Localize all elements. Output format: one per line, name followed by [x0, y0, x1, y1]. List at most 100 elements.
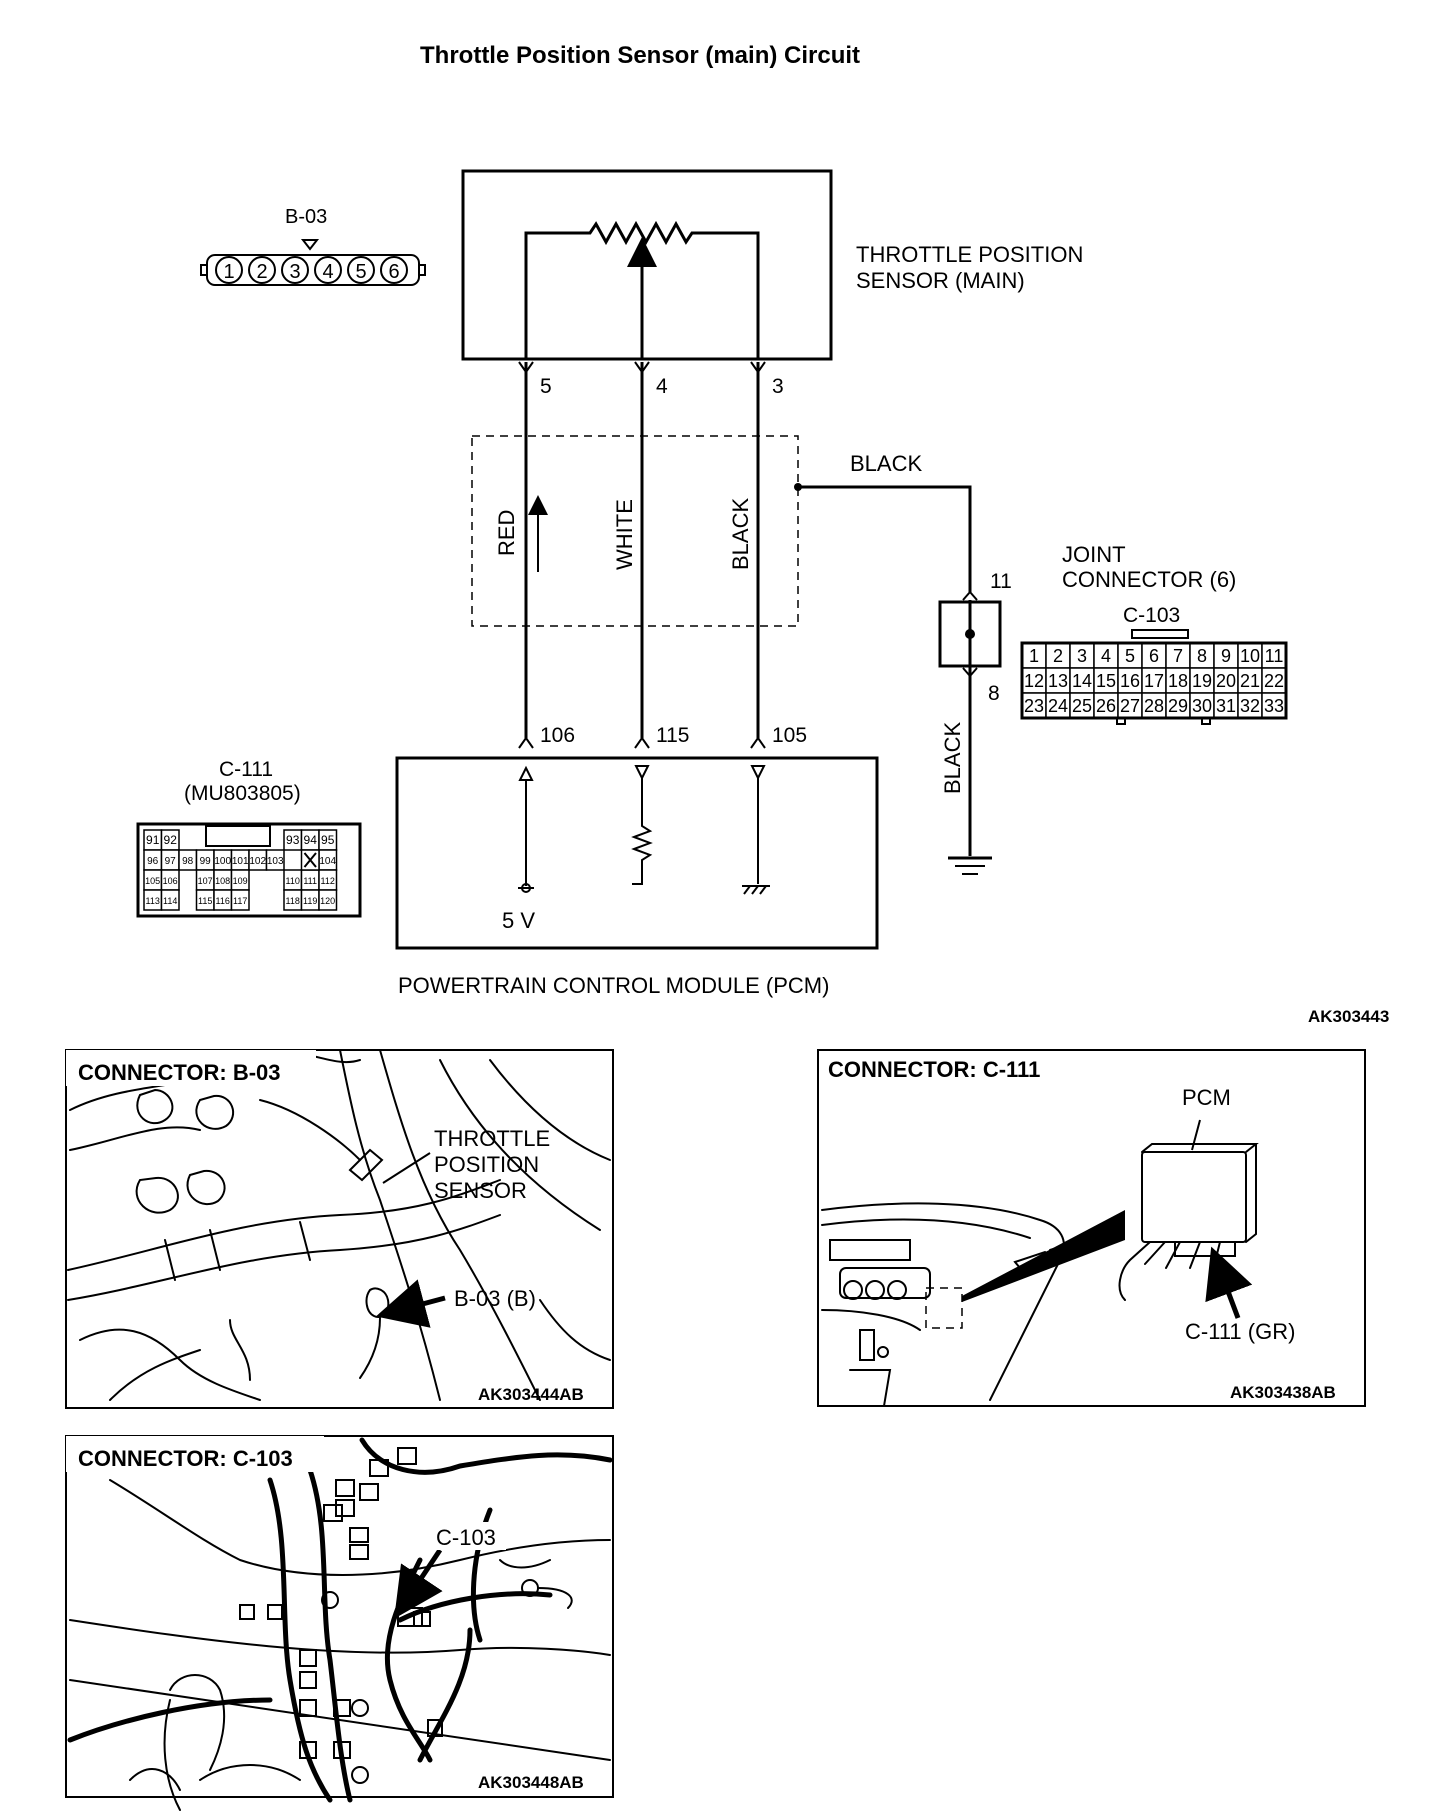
c111-pin-label: 104 — [319, 856, 336, 867]
joint-connector-pin-label: 9 — [1221, 646, 1231, 666]
joint-connector-pin-label: 6 — [1149, 646, 1159, 666]
sensor-terminal-4: 4 — [656, 375, 668, 398]
wire-harness-illustration — [67, 1437, 613, 1803]
panel-c111-code: AK303438AB — [1230, 1383, 1336, 1402]
panel-b03-label3: SENSOR — [434, 1178, 527, 1203]
joint-connector-pin-label: 30 — [1192, 696, 1212, 716]
c111-pin — [160, 889, 180, 911]
joint-connector-pin-label: 19 — [1192, 671, 1212, 691]
joint-connector-pin — [1237, 692, 1263, 719]
c111-pin-label: 113 — [146, 896, 160, 906]
joint-connector-label-line2: CONNECTOR (6) — [1062, 567, 1236, 592]
joint-connector-outline — [1020, 641, 1288, 720]
joint-connector-pin — [1237, 667, 1263, 694]
joint-connector-pin-label: 5 — [1125, 646, 1135, 666]
joint-connector-pin-label: 1 — [1029, 646, 1039, 666]
joint-splice-dot — [965, 629, 975, 639]
c111-part-number: (MU803805) — [184, 782, 301, 805]
joint-connector-pin-label: 14 — [1072, 671, 1092, 691]
panel-b03-label2: POSITION — [434, 1152, 539, 1177]
c111-pin-label: 91 — [146, 833, 160, 847]
joint-connector-pin-label: 25 — [1072, 696, 1092, 716]
c111-key — [205, 825, 271, 847]
c111-pin-label: 109 — [233, 876, 248, 886]
joint-connector-pin-label: 16 — [1120, 671, 1140, 691]
joint-connector-pin-label: 18 — [1168, 671, 1188, 691]
b03-connector-id: B-03 — [285, 206, 327, 228]
page-title: Throttle Position Sensor (main) Circuit — [420, 42, 860, 69]
c103-callout-arrow-icon — [394, 1548, 443, 1619]
panel-c111-frame — [817, 1049, 1366, 1407]
joint-connector-pin-label: 22 — [1264, 671, 1284, 691]
joint-connector-pin-label: 23 — [1024, 696, 1044, 716]
joint-pin-in: 11 — [990, 570, 1012, 593]
pcm-ground-symbol-icon — [742, 765, 770, 895]
b03-pin — [215, 256, 243, 284]
joint-connector-pin-label: 8 — [1197, 646, 1207, 666]
c111-pin-label: 92 — [164, 833, 178, 847]
joint-connector-pin-label: 7 — [1173, 646, 1183, 666]
joint-connector-pin-label: 17 — [1144, 671, 1164, 691]
joint-connector-pin — [1117, 667, 1143, 694]
panel-b03-title: CONNECTOR: B-03 — [78, 1060, 281, 1085]
connector-mark-icon — [300, 239, 320, 251]
joint-connector-pin-label: 29 — [1168, 696, 1188, 716]
joint-connector-tab — [1201, 717, 1211, 725]
c111-pin-label: 101 — [232, 856, 249, 867]
c111-callout-arrow-icon — [1205, 1246, 1253, 1319]
panel-b03-callout: B-03 (B) — [454, 1286, 536, 1311]
panel-connector-b03: CONNECTOR: B-03 THROTTLE POSITION SENSOR… — [65, 1049, 614, 1409]
pcm-terminal-marks: 106 115 105 — [518, 724, 807, 749]
c111-pin-label: 119 — [303, 896, 317, 906]
figure-code: AK303443 — [1308, 1007, 1389, 1026]
joint-connector-pin-label: 21 — [1240, 671, 1260, 691]
joint-connector-pin-label: 20 — [1216, 671, 1236, 691]
c111-pin-label: 95 — [321, 833, 335, 847]
joint-terminal-in-mark — [962, 590, 978, 601]
panel-c111-title: CONNECTOR: C-111 — [828, 1057, 1040, 1082]
pcm-label: POWERTRAIN CONTROL MODULE (PCM) — [398, 973, 829, 998]
pcm-location-mark — [925, 1287, 963, 1329]
c111-pin-label: 115 — [198, 896, 212, 906]
b03-pin-label: 1 — [223, 261, 234, 283]
panel-b03-frame — [65, 1049, 614, 1409]
joint-connector-pin — [1021, 667, 1047, 694]
joint-connector-pin-label: 33 — [1264, 696, 1284, 716]
panel-b03-code: AK303444AB — [478, 1385, 584, 1404]
red-wire-label: RED — [494, 510, 519, 556]
b03-pin — [347, 256, 375, 284]
c111-pin-label: 120 — [320, 896, 335, 906]
b03-pin — [248, 256, 276, 284]
joint-connector-label-line1: JOINT — [1062, 542, 1126, 567]
sensor-leader-line — [382, 1152, 431, 1184]
zoom-wedge — [962, 1210, 1125, 1302]
c111-pin-label: 93 — [286, 833, 300, 847]
joint-connector-pin — [1165, 667, 1191, 694]
pcm-terminal-115: 115 — [656, 724, 689, 747]
c111-pin-label: 103 — [267, 856, 284, 867]
b03-pin-label: 2 — [256, 261, 267, 283]
c111-pin-label: 118 — [286, 896, 300, 906]
c111-pin-label: 108 — [215, 876, 230, 886]
c111-pin-label: 116 — [216, 896, 230, 906]
b03-pin-label: 3 — [289, 261, 300, 283]
joint-connector-pin — [1261, 692, 1287, 719]
c111-pin-label: 96 — [147, 856, 159, 867]
joint-connector-pin-label: 3 — [1077, 646, 1087, 666]
b03-pin-label: 4 — [322, 261, 333, 283]
c111-pin-label: 111 — [303, 876, 317, 886]
pcm-leader-line — [1191, 1119, 1201, 1151]
c111-connector-id: C-111 — [219, 758, 273, 781]
black-wire-label: BLACK — [728, 498, 753, 570]
joint-connector-pin-label: 28 — [1144, 696, 1164, 716]
sensor-terminals: 5 4 3 — [518, 361, 784, 398]
c111-pin-label: 94 — [304, 833, 318, 847]
joint-connector-id: C-103 — [1123, 604, 1180, 627]
c111-pin-label: 110 — [286, 876, 300, 886]
joint-connector-pin — [1045, 692, 1071, 719]
c111-pin-label: 107 — [198, 876, 213, 886]
sensor-label-line1: THROTTLE POSITION — [856, 242, 1083, 267]
sensor-label-line2: SENSOR (MAIN) — [856, 268, 1025, 293]
